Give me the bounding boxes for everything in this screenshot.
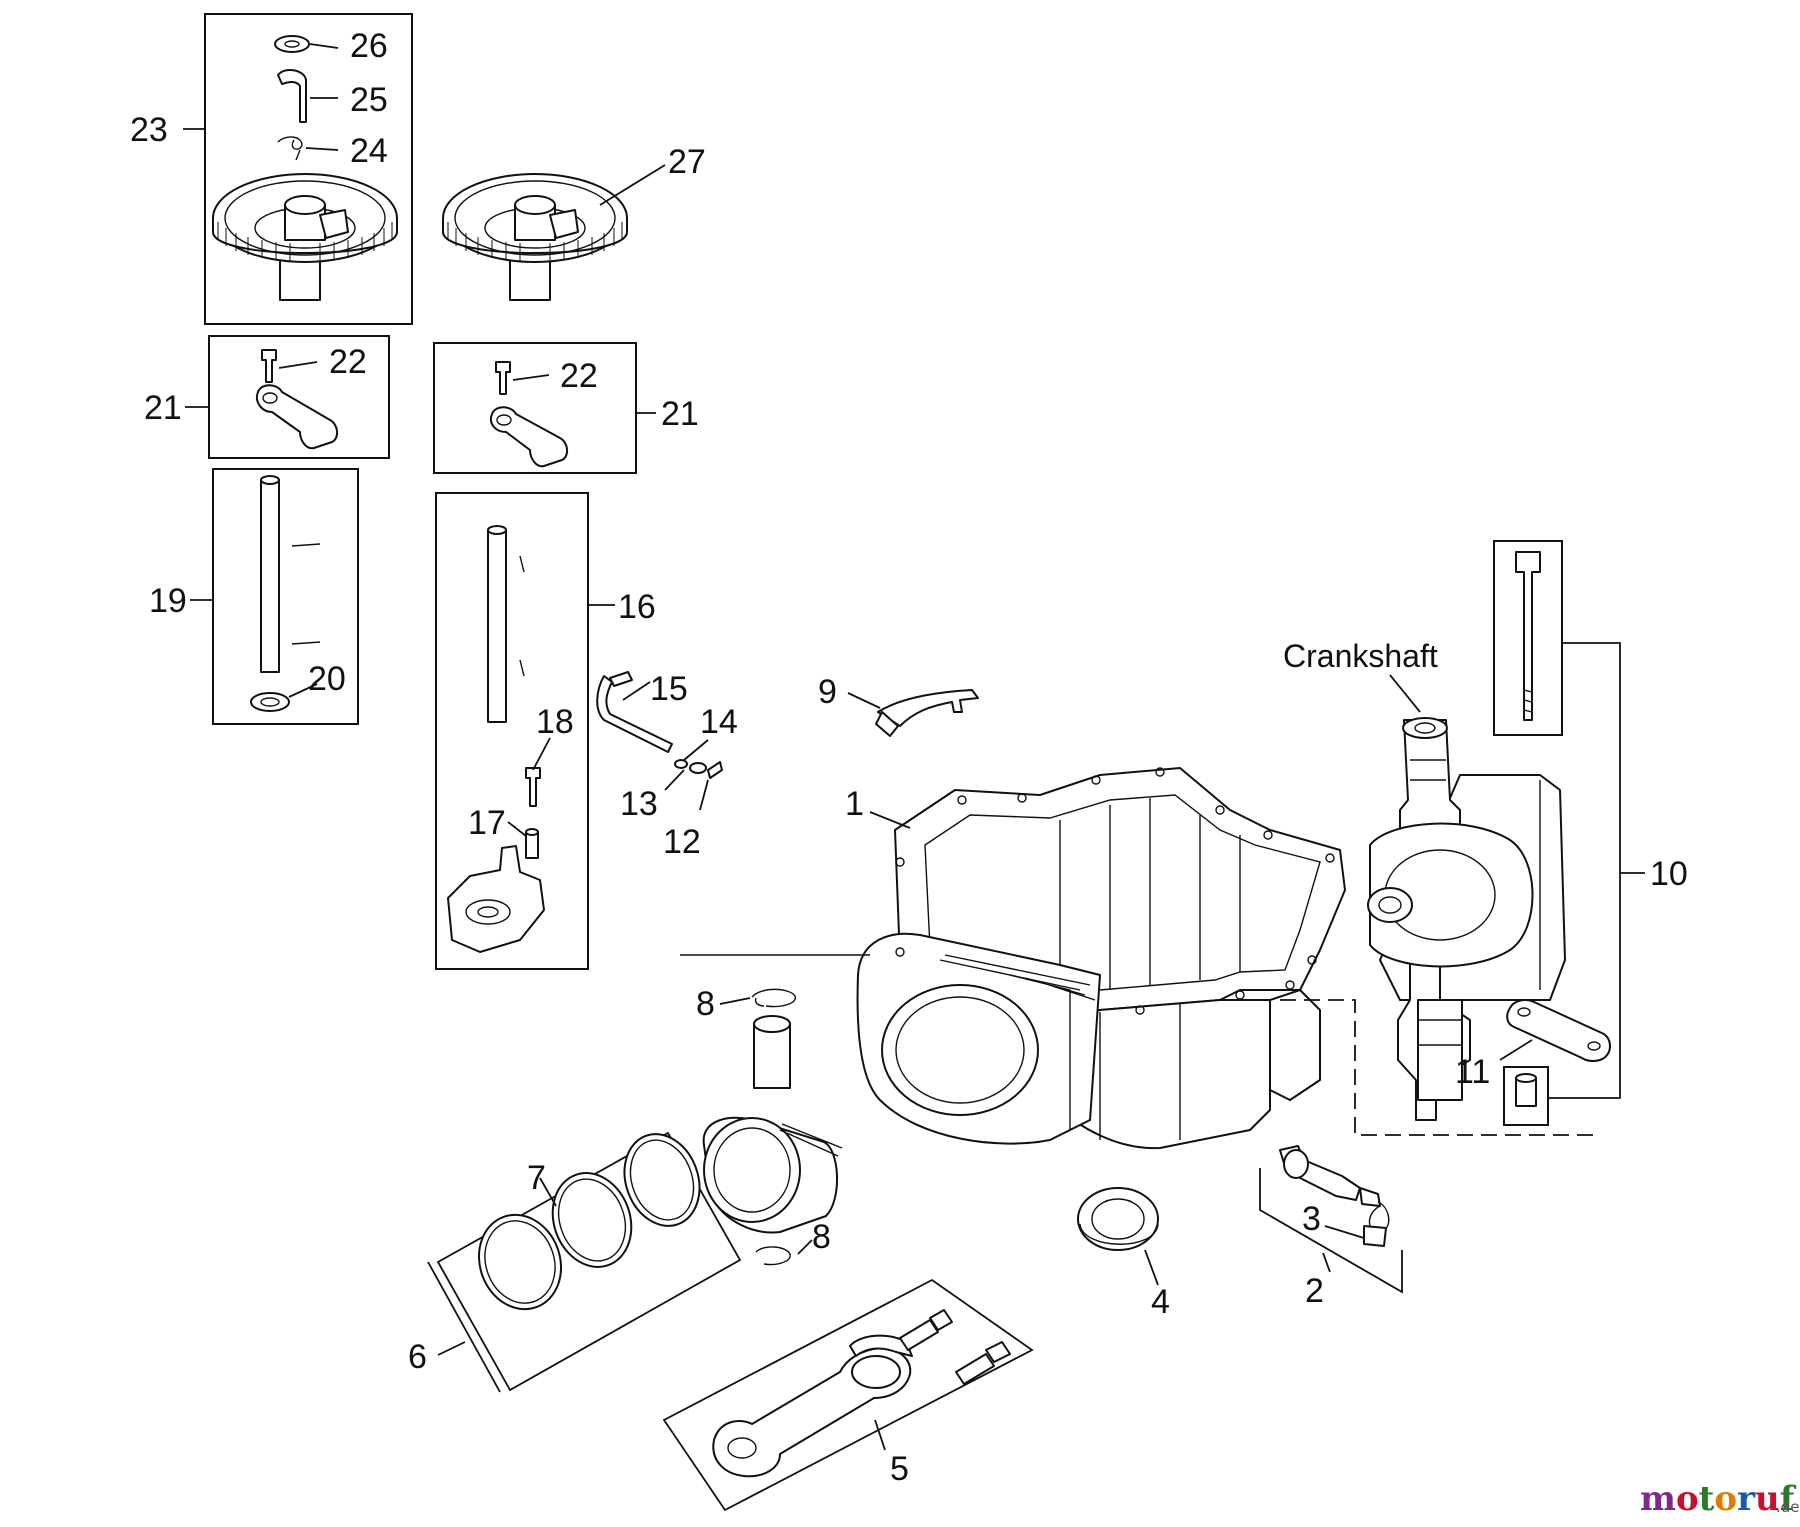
piston xyxy=(702,1116,843,1234)
label-21-left: 21 xyxy=(144,389,182,427)
bolt-10 xyxy=(1515,551,1541,721)
group-box-10-bolt xyxy=(1493,540,1563,736)
label-4: 4 xyxy=(1151,1283,1170,1321)
label-crankshaft: Crankshaft xyxy=(1283,638,1438,674)
piston-group xyxy=(427,954,870,1393)
label-20: 20 xyxy=(308,660,346,698)
label-17: 17 xyxy=(468,804,506,842)
seal-4 xyxy=(1077,1187,1159,1286)
label-16: 16 xyxy=(618,588,656,626)
tube-end-15 xyxy=(609,671,633,687)
snap-ring-8-bottom xyxy=(755,1246,791,1266)
shaft-16 xyxy=(487,529,507,723)
washer-14 xyxy=(689,762,707,774)
svg-text:motoruf: motoruf xyxy=(1640,1479,1797,1519)
oil-tube-group xyxy=(596,671,723,811)
clip-12 xyxy=(707,761,723,779)
callout-labels: 26 25 24 23 27 22 21 22 21 19 20 16 18 1… xyxy=(130,27,1688,1488)
label-19: 19 xyxy=(149,582,187,620)
label-23: 23 xyxy=(130,111,168,149)
tube-15 xyxy=(596,675,673,753)
ring-top xyxy=(623,1133,701,1227)
breather-9 xyxy=(847,689,979,737)
gear-27 xyxy=(442,164,666,301)
label-3: 3 xyxy=(1302,1200,1321,1238)
part-group-5 xyxy=(662,1278,1034,1512)
group-box-19 xyxy=(212,468,359,725)
label-22-left: 22 xyxy=(329,343,367,381)
label-26: 26 xyxy=(350,27,388,65)
arm-21-right xyxy=(490,406,568,468)
label-2: 2 xyxy=(1305,1272,1324,1310)
label-12: 12 xyxy=(663,823,701,861)
part-group-2 xyxy=(1259,1145,1403,1294)
label-5: 5 xyxy=(890,1450,909,1488)
bolt-18 xyxy=(525,767,541,807)
connecting-rod xyxy=(712,1334,913,1478)
group-box-16 xyxy=(435,492,589,970)
group-box-21-right xyxy=(433,342,637,474)
label-9: 9 xyxy=(818,673,837,711)
label-13: 13 xyxy=(620,785,658,823)
label-7: 7 xyxy=(527,1159,546,1197)
snap-ring-8-top xyxy=(751,988,796,1008)
label-14: 14 xyxy=(700,703,738,741)
bolt-22-right xyxy=(495,361,511,395)
group-box-10-nut xyxy=(1503,1066,1549,1126)
cylinder xyxy=(856,932,1101,1145)
lever-25 xyxy=(277,68,307,123)
bolt-22-left xyxy=(261,349,277,383)
label-25: 25 xyxy=(350,81,388,119)
oring-13 xyxy=(674,759,688,769)
part-group-16 xyxy=(435,492,615,970)
seal-20 xyxy=(250,692,290,712)
piston-pin xyxy=(753,1023,791,1089)
part-group-23 xyxy=(183,13,413,325)
group-box-21-left xyxy=(208,335,390,459)
part-group-19 xyxy=(190,468,359,725)
label-22-right: 22 xyxy=(560,357,598,395)
label-6: 6 xyxy=(408,1338,427,1376)
label-18: 18 xyxy=(536,703,574,741)
governor-gear-23 xyxy=(212,173,398,301)
group-box-23 xyxy=(204,13,413,325)
crankshaft xyxy=(1367,674,1566,1121)
label-8-top: 8 xyxy=(696,985,715,1023)
shaft-19 xyxy=(260,479,280,673)
group-box-5 xyxy=(662,1278,1034,1512)
part-group-10 xyxy=(1493,540,1645,1126)
label-10: 10 xyxy=(1650,855,1688,893)
pin-24 xyxy=(277,136,303,161)
label-15: 15 xyxy=(650,670,688,708)
crankcase-1 xyxy=(856,767,1595,1150)
label-8-bottom: 8 xyxy=(812,1218,831,1256)
svg-text:.de: .de xyxy=(1776,1498,1800,1516)
arm-21-left xyxy=(256,384,338,450)
ring-bottom xyxy=(477,1213,563,1311)
label-11: 11 xyxy=(1455,1053,1490,1091)
label-27: 27 xyxy=(668,143,706,181)
ring-middle xyxy=(551,1172,633,1268)
label-21-right: 21 xyxy=(661,395,699,433)
label-24: 24 xyxy=(350,132,388,170)
oil-pump-body xyxy=(447,845,545,953)
part-group-21-left xyxy=(185,335,390,459)
part-group-21-right xyxy=(433,342,656,474)
watermark-logo: motoruf .de xyxy=(1640,1479,1800,1519)
rod-bolt-lower xyxy=(955,1341,1011,1385)
flange-holes xyxy=(895,767,1335,1015)
link-11 xyxy=(1499,999,1611,1062)
label-1: 1 xyxy=(845,785,864,823)
rod-bolt-upper xyxy=(899,1309,953,1351)
washer-26 xyxy=(274,35,310,53)
